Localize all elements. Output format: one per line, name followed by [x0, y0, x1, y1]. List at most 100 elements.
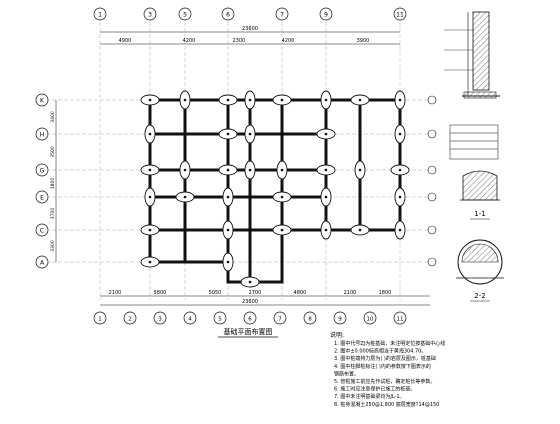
- axis-bubble: [143, 7, 157, 21]
- note-line: 5. 管桩施工前应先作试桩，确定桩长等参数。: [334, 378, 435, 385]
- pile-center: [324, 228, 328, 232]
- pile-center: [358, 168, 362, 172]
- pile-center: [226, 168, 230, 172]
- axis-label-bottom: 6: [248, 317, 252, 323]
- note-line: 6. 施工时应注意保护已施工的桩基。: [334, 386, 415, 393]
- axis-label-left: K: [40, 98, 45, 105]
- dim-text: 5800: [154, 290, 167, 296]
- axis-label-top: 7: [280, 12, 284, 19]
- axis-label-bottom: 3: [158, 317, 162, 323]
- pile-center: [248, 98, 252, 102]
- dim-text: 4800: [294, 290, 307, 296]
- axis-label-bottom: 10: [367, 317, 374, 323]
- dim-total: 23600: [242, 299, 258, 305]
- dim-text: 3500: [50, 146, 56, 158]
- pile-center: [248, 132, 252, 136]
- notes-heading: 说明:: [330, 331, 344, 339]
- section-1-1-title: 1-1: [474, 210, 485, 218]
- dim-text: 3900: [357, 38, 370, 44]
- pile-center: [280, 168, 284, 172]
- pile-center: [148, 98, 152, 102]
- pile-center: [324, 168, 328, 172]
- axis-bubble: [303, 311, 317, 325]
- axis-bubble: [178, 7, 192, 21]
- note-line: 7. 图中未注明基础梁均为JL-1。: [334, 393, 405, 400]
- axis-label-left: C: [40, 228, 44, 235]
- pile-caps: [140, 90, 410, 288]
- section-2-2-title: 2-2: [474, 292, 485, 300]
- axis-bubble: [35, 93, 49, 107]
- pile-center: [324, 132, 328, 136]
- axis-bubble: [319, 7, 333, 21]
- axis-label-bottom: 2: [128, 317, 132, 323]
- dim-text: 2100: [109, 290, 122, 296]
- note-line: 钢筋布置。: [334, 370, 359, 377]
- note-line: 2. 图中±0.000标高相当于黄海304.70。: [334, 348, 426, 355]
- dim-text: 1800: [379, 290, 392, 296]
- axis-label-top: 3: [148, 12, 152, 19]
- axis-bubble: [213, 311, 227, 325]
- axis-label-top: 6: [226, 12, 230, 19]
- pile-center: [398, 168, 402, 172]
- axis-label-left: G: [40, 168, 45, 175]
- axis-label-bottom: 9: [338, 317, 342, 323]
- axis-label-left: A: [40, 260, 45, 267]
- pile-center: [398, 132, 402, 136]
- note-line: 1. 图中代号ZJ为桩基础，未注明定位按基础中心线: [334, 340, 445, 347]
- pile-center: [226, 228, 230, 232]
- axis-bubble-right: [427, 192, 437, 202]
- dim-text: 2700: [249, 290, 262, 296]
- axis-bubble: [35, 223, 49, 237]
- axis-bubble: [123, 311, 137, 325]
- axis-bubble: [35, 163, 49, 177]
- dim-text: 3700: [50, 208, 56, 220]
- section-1-1: 1-1: [460, 170, 500, 220]
- pile-center: [226, 195, 230, 199]
- dim-text: 4900: [119, 38, 132, 44]
- axis-bubble: [221, 7, 235, 21]
- pile-center: [280, 195, 284, 199]
- dim-text: 3300: [50, 240, 56, 252]
- pile-center: [248, 280, 252, 284]
- pile-center: [398, 195, 402, 199]
- dim-text: 5050: [209, 290, 222, 296]
- pile-center: [358, 98, 362, 102]
- axis-bubble-right: [427, 95, 437, 105]
- axis-bubble: [273, 311, 287, 325]
- pile-center: [280, 228, 284, 232]
- note-line: 8. 桩身混凝土250@1,800 底层宽度?14@150: [334, 401, 439, 408]
- axis-bubble: [183, 311, 197, 325]
- pile-center: [398, 228, 402, 232]
- axis-bubble: [275, 7, 289, 21]
- pile-center: [148, 260, 152, 264]
- dim-text: 1800: [50, 178, 56, 190]
- axis-label-bottom: 8: [308, 317, 312, 323]
- pile-center: [226, 260, 230, 264]
- axis-label-left: H: [40, 132, 45, 139]
- axis-bubble: [35, 190, 49, 204]
- axis-label-bottom: 11: [397, 317, 404, 323]
- axis-label-bottom: 1: [98, 317, 102, 323]
- dim-total: 23600: [242, 26, 258, 32]
- dim-text: 2100: [344, 290, 357, 296]
- axis-label-bottom: 5: [218, 317, 222, 323]
- axis-label-top: 11: [396, 12, 404, 19]
- axis-label-left: E: [40, 195, 44, 202]
- foundation-beams: [148, 98, 402, 284]
- axis-bubble: [35, 127, 49, 141]
- axis-bubble-right: [427, 257, 437, 267]
- pile-center: [398, 98, 402, 102]
- axis-label-bottom: 7: [278, 317, 282, 323]
- axis-bubble-right: [427, 129, 437, 139]
- axis-bubble: [35, 255, 49, 269]
- pile-center: [148, 168, 152, 172]
- pile-center: [148, 228, 152, 232]
- axis-bubble: [243, 311, 257, 325]
- axis-bubble: [393, 311, 407, 325]
- pile-center: [324, 98, 328, 102]
- dim-text: 4200: [183, 38, 196, 44]
- pile-center: [183, 98, 187, 102]
